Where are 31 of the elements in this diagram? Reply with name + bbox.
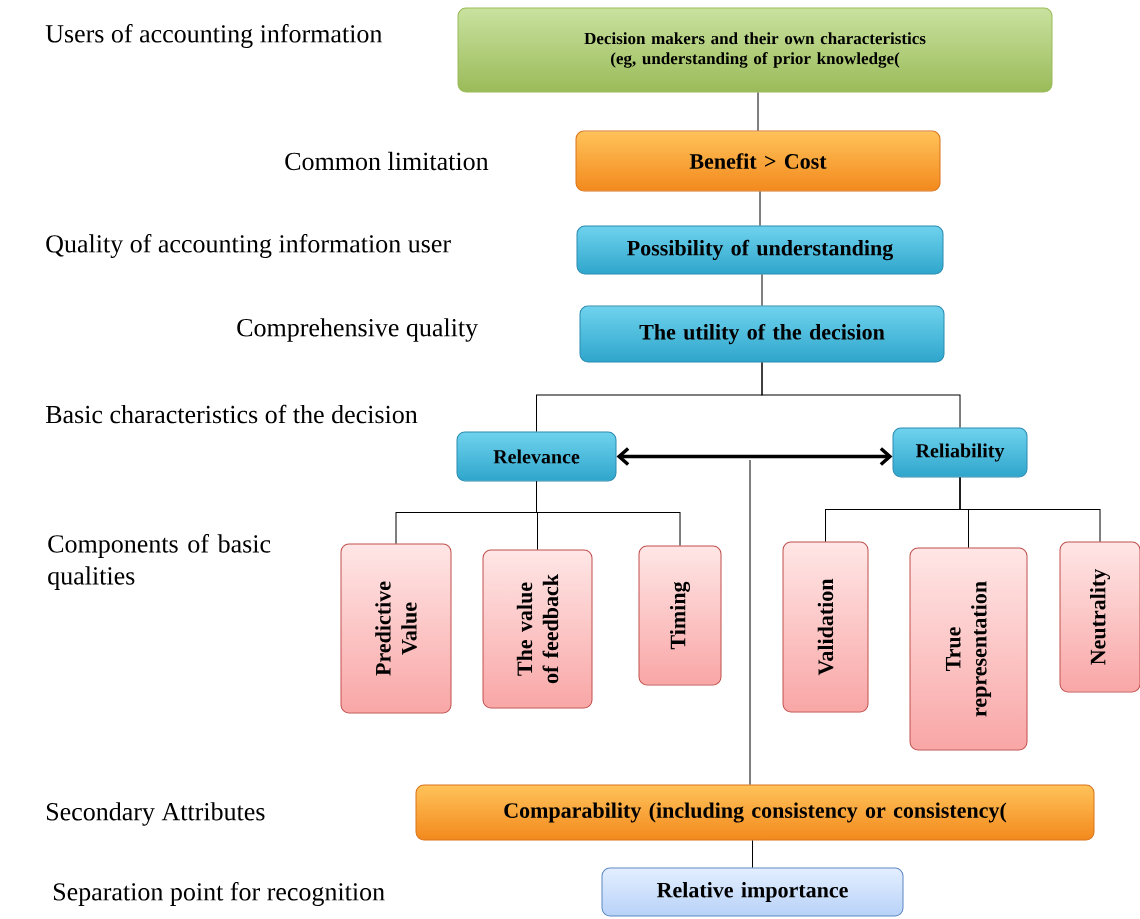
quality-box: Timing: [638, 545, 722, 686]
row-label: Common limitation: [285, 151, 489, 171]
box: Comparability (including consistency or consistency(: [415, 784, 1095, 841]
box: Relevance: [456, 431, 617, 482]
row-label: Components of basic qualities: [48, 534, 271, 590]
row-label: Users of accounting information: [45, 24, 383, 48]
box: Benefit > Cost: [575, 130, 941, 192]
row-label: Secondary Attributes: [46, 802, 265, 826]
row-label: Basic characteristics of the decision: [45, 404, 418, 424]
connector-line: [752, 840, 753, 868]
quality-box: Neutrality: [1059, 541, 1140, 693]
quality-box: Validation: [782, 541, 869, 713]
connector-line: [959, 477, 1101, 542]
connector-line: [749, 459, 751, 785]
row-label: Quality of accounting information user: [46, 234, 451, 258]
row-label: Separation point for recognition: [53, 882, 385, 906]
decision-makers-box: Decision makers and their own characteristics (eg, understanding of prior knowledge(: [457, 7, 1053, 93]
quality-box: Predictive Value: [340, 543, 452, 714]
connector-line: [757, 92, 759, 131]
connector-line: [761, 274, 763, 306]
quality-box: The value of feedback: [482, 549, 593, 709]
box: Possibility of understanding: [576, 225, 944, 275]
box: The utility of the decision: [579, 305, 945, 363]
connector-line: [759, 191, 761, 226]
box: Relative importance: [601, 867, 904, 917]
quality-box: True representation: [909, 547, 1028, 751]
connector-line: [536, 481, 681, 546]
row-label: Comprehensive quality: [237, 318, 479, 342]
box: Reliability: [892, 427, 1028, 478]
double-arrow: [616, 447, 893, 466]
connector-line: [761, 362, 961, 428]
